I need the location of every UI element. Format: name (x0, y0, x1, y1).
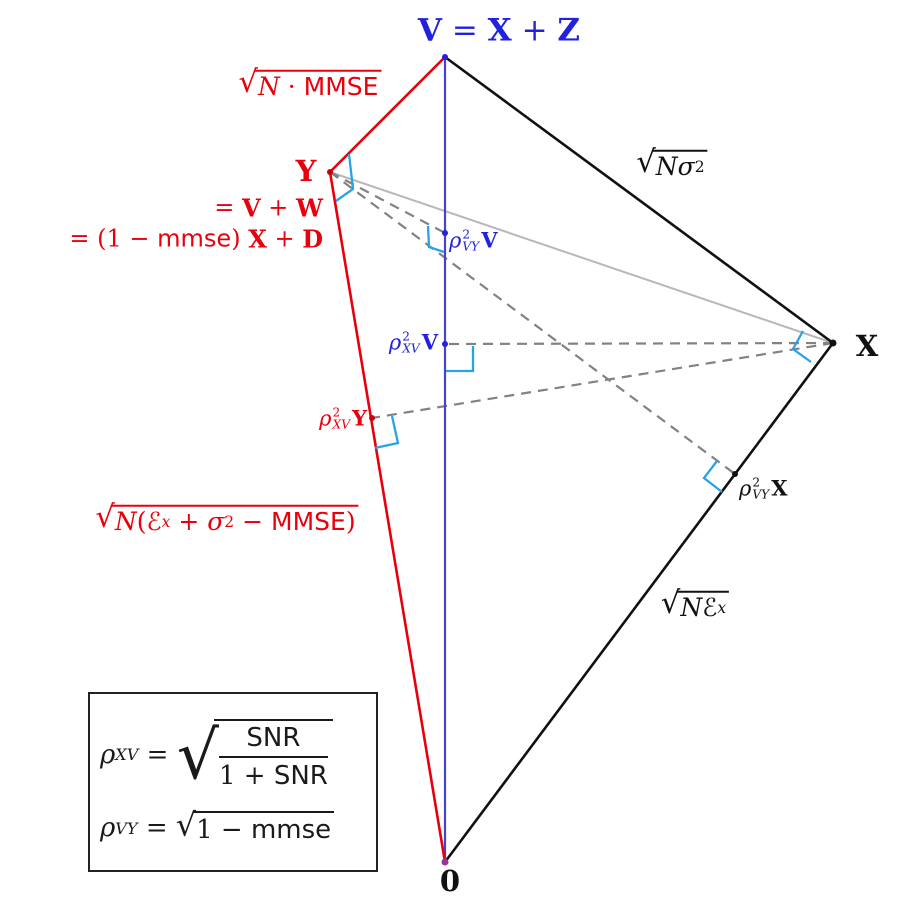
point-rho2xvV (442, 341, 448, 347)
right-angle-at-rho2xvY (374, 415, 400, 450)
right-angle-at-y (335, 153, 355, 202)
edge-v-to-y-red (329, 56, 446, 173)
point-rho2xvY (369, 415, 375, 421)
right-angle-at-rho2vyX (702, 460, 723, 493)
point-rho2vyV (442, 230, 448, 236)
dashed-x-to-rho2xvV (444, 341, 834, 346)
point-rho2vyX (732, 471, 738, 477)
dashed-x-to-rho2xvY (371, 341, 834, 420)
point-0 (441, 858, 449, 866)
right-angle-at-rho2xvV (446, 346, 475, 373)
point-y (327, 169, 333, 175)
point-x (829, 339, 837, 347)
dashed-y-to-rho2vyV (329, 171, 446, 234)
edge-y-to-0-red (328, 171, 447, 863)
dashed-y-to-rho2vyX (329, 171, 736, 475)
segment-y-to-x-gray (329, 171, 834, 344)
edge-x-to-0-black (443, 342, 835, 863)
point-v (442, 54, 448, 60)
right-angle-at-rho2vyV (426, 225, 445, 254)
edge-v-to-x-black (444, 55, 834, 345)
right-angle-at-x (791, 330, 812, 363)
